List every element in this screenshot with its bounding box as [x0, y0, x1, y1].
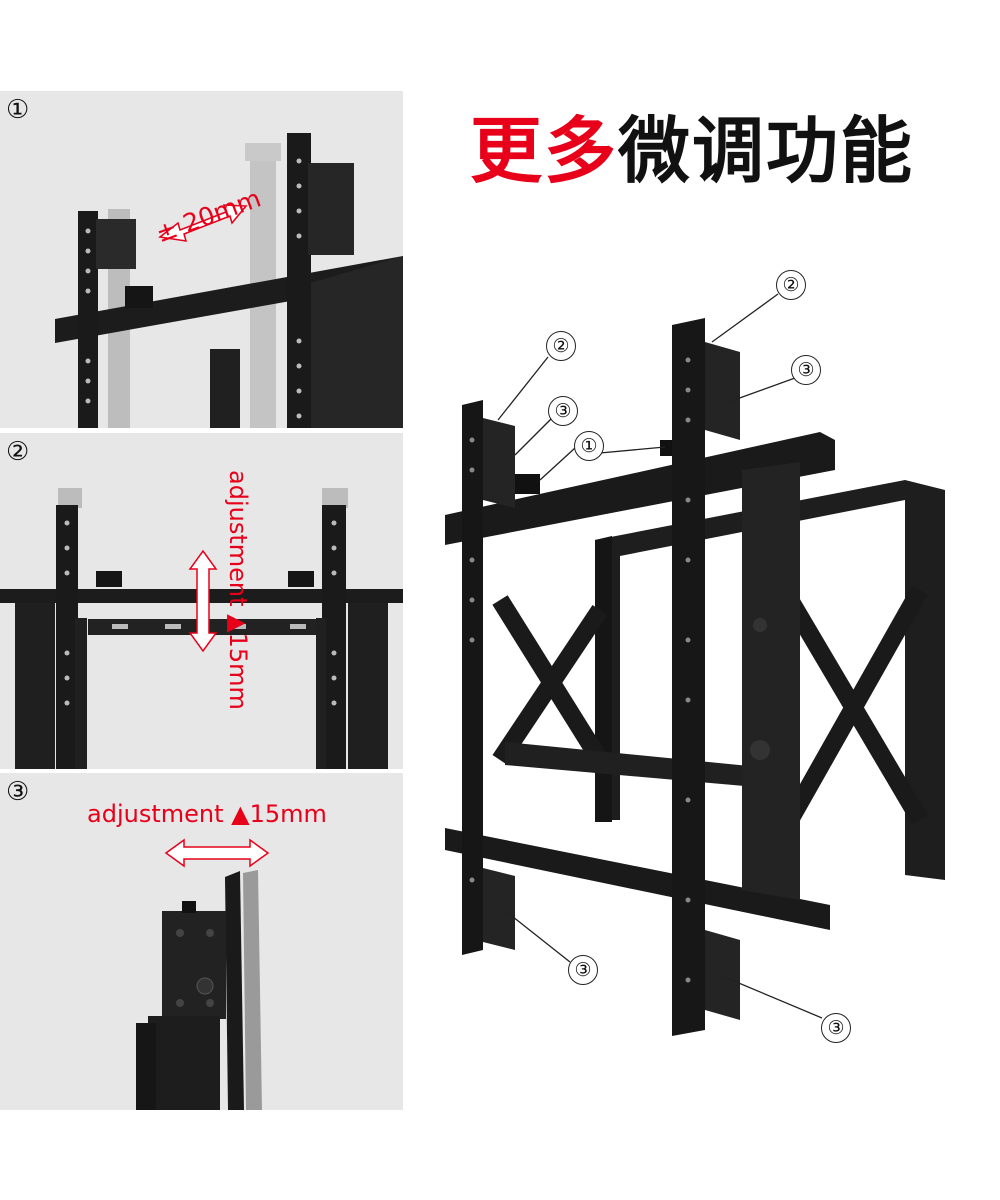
detail-panel-1: ① ± 20mm — [0, 91, 403, 428]
panel-2-illustration — [0, 488, 403, 769]
callout-2-right: ② — [776, 270, 806, 300]
page-title: 更多微调功能 — [470, 92, 914, 197]
callout-3-left-top: ③ — [548, 396, 578, 426]
callout-1: ① — [574, 431, 604, 461]
callout-3-left-bottom: ③ — [568, 955, 598, 985]
panel-2-badge: ② — [6, 437, 30, 467]
callout-3-right-top: ③ — [791, 355, 821, 385]
title-highlight: 更多 — [470, 109, 619, 193]
panel-1-illustration — [55, 133, 403, 428]
callout-2-left: ② — [546, 331, 576, 361]
callout-3-right-bottom: ③ — [821, 1013, 851, 1043]
panel-3-badge: ③ — [6, 777, 30, 807]
panel-3-label: adjustment ▲15mm — [87, 800, 327, 828]
panel-3-illustration — [136, 838, 270, 1110]
panel-1-badge: ① — [6, 95, 30, 125]
detail-panel-3: ③ adjustment ▲15mm — [0, 773, 403, 1110]
panel-2-label: adjustment ▲15mm — [224, 470, 252, 710]
title-rest: 微调功能 — [618, 109, 915, 193]
detail-panel-2: ② adjustment ▲15mm — [0, 433, 403, 769]
